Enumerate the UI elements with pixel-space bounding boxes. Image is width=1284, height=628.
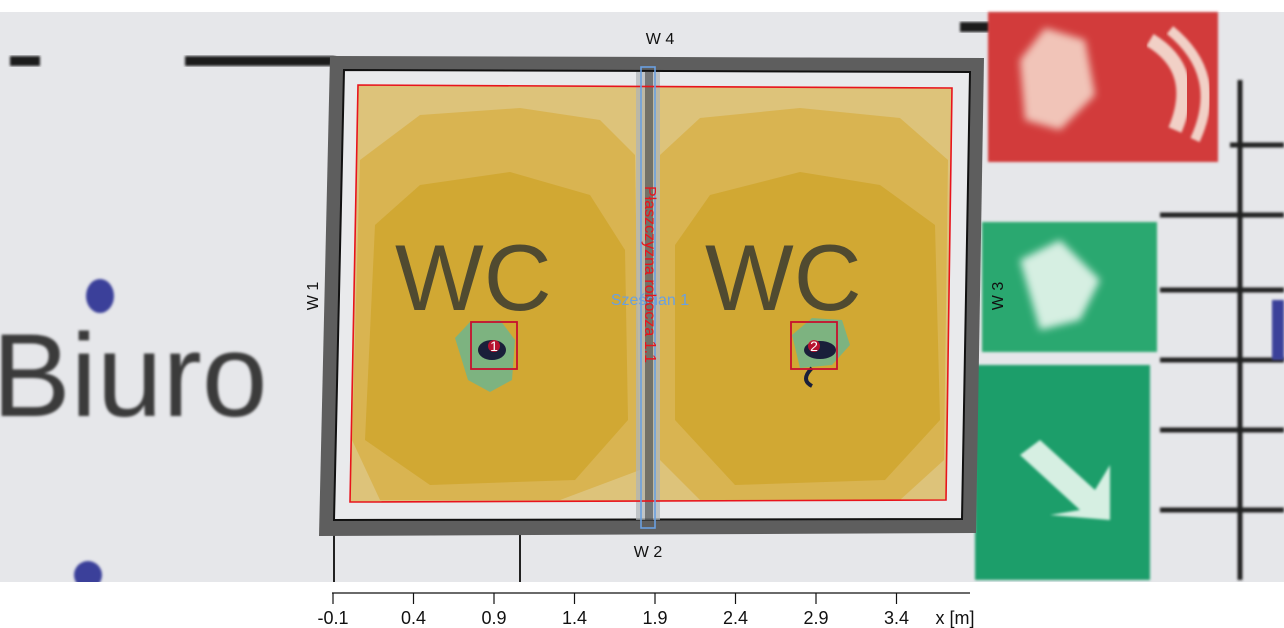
wall-label-w2: W 2 — [634, 544, 663, 561]
luminaire-glow — [455, 318, 850, 392]
luminaire-1[interactable]: 1 — [470, 321, 518, 370]
room: WC WC — [319, 56, 984, 536]
x-tick-label: 1.4 — [562, 608, 587, 628]
blue-dot — [86, 279, 114, 313]
luminaire-2[interactable]: 2 — [790, 321, 838, 370]
biuro-sign-text: Biuro — [0, 310, 267, 442]
x-tick-label: 1.9 — [642, 608, 667, 628]
fire-sign — [988, 12, 1218, 162]
wc-sign-left: WC — [395, 225, 552, 330]
x-tick-label: 2.9 — [803, 608, 828, 628]
workplane-label: Płaszczyzna robocza 1.1 — [641, 186, 658, 363]
x-axis-label: x [m] — [936, 608, 975, 628]
grid-lines — [1160, 80, 1284, 580]
x-tick-label: 2.4 — [723, 608, 748, 628]
cube-outline[interactable] — [640, 66, 656, 529]
x-tick-label: 0.4 — [401, 608, 426, 628]
x-tick-label: -0.1 — [317, 608, 348, 628]
exit-sign — [975, 222, 1157, 580]
luminaire-2-label: 2 — [810, 338, 818, 354]
x-tick-label: 0.9 — [481, 608, 506, 628]
wall-label-w1: W 1 — [305, 282, 322, 311]
x-tick-label: 3.4 — [884, 608, 909, 628]
x-axis: -0.1 0.4 0.9 1.4 1.9 2.4 2.9 3.4 x [m] — [0, 582, 1284, 628]
workplane-outline[interactable] — [349, 84, 953, 503]
luminaire-1-label: 1 — [490, 338, 498, 354]
wc-sign-right: WC — [705, 225, 862, 330]
wall-label-w3: W 3 — [990, 282, 1007, 311]
cube-label: Sześcian 1 — [611, 292, 689, 309]
wall-label-w4: W 4 — [646, 31, 675, 48]
